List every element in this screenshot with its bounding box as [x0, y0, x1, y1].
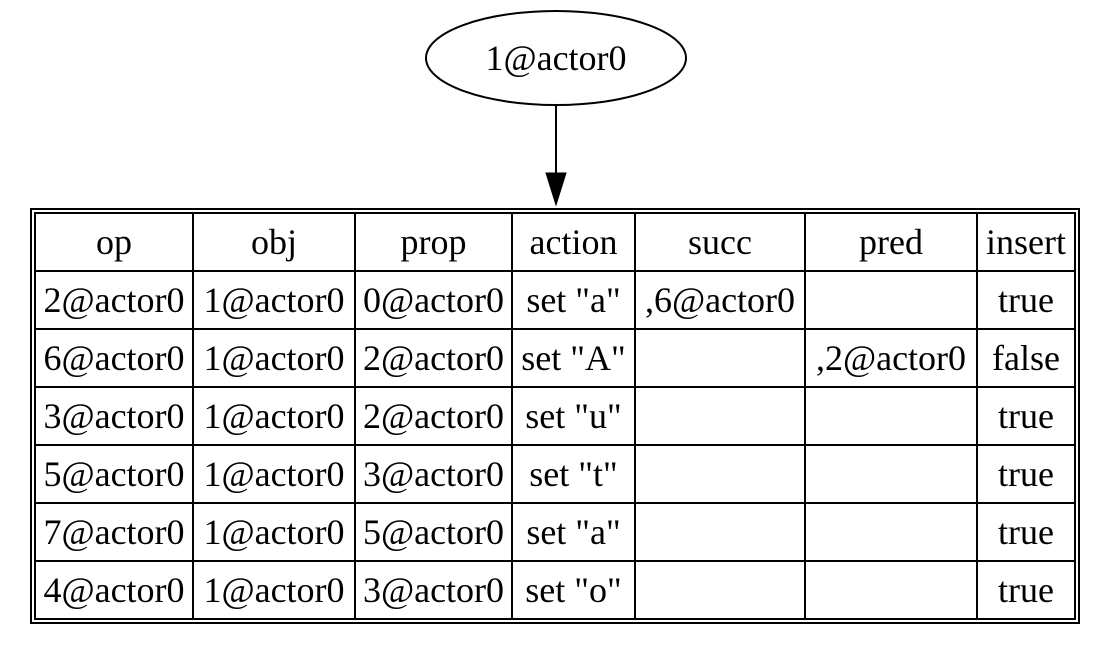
table-cell: set "t" [511, 444, 636, 504]
table-cell: 1@actor0 [192, 328, 356, 388]
table-cell: true [976, 386, 1076, 446]
table-cell: set "o" [511, 560, 636, 620]
table-cell [804, 560, 978, 620]
column-header-op: op [34, 212, 194, 272]
table-cell: 1@actor0 [192, 386, 356, 446]
column-header-prop: prop [354, 212, 513, 272]
table-cell: set "a" [511, 502, 636, 562]
table-cell [804, 444, 978, 504]
table-cell: 3@actor0 [34, 386, 194, 446]
table-cell: true [976, 444, 1076, 504]
actor-node-graphic: 1@actor0 [425, 10, 687, 207]
column-header-pred: pred [804, 212, 978, 272]
table-cell: ,6@actor0 [634, 270, 806, 330]
column-header-succ: succ [634, 212, 806, 272]
table-cell [634, 386, 806, 446]
table-cell [804, 270, 978, 330]
edge-arrowhead-icon [545, 172, 567, 207]
table-cell: 2@actor0 [354, 386, 513, 446]
actor-node-label: 1@actor0 [485, 38, 626, 78]
column-header-action: action [511, 212, 636, 272]
table-cell: 4@actor0 [34, 560, 194, 620]
table-cell: 7@actor0 [34, 502, 194, 562]
table-cell [804, 502, 978, 562]
table-cell: true [976, 560, 1076, 620]
column-header-insert: insert [976, 212, 1076, 272]
table-cell: true [976, 502, 1076, 562]
table-cell [634, 328, 806, 388]
table-cell: set "A" [511, 328, 636, 388]
table-cell: 1@actor0 [192, 444, 356, 504]
table-cell: 6@actor0 [34, 328, 194, 388]
table-cell: 1@actor0 [192, 502, 356, 562]
table-cell: true [976, 270, 1076, 330]
column-header-obj: obj [192, 212, 356, 272]
table-cell [634, 444, 806, 504]
table-cell: 2@actor0 [34, 270, 194, 330]
table-cell: ,2@actor0 [804, 328, 978, 388]
table-cell: 3@actor0 [354, 444, 513, 504]
table-cell: set "a" [511, 270, 636, 330]
table-cell: 2@actor0 [354, 328, 513, 388]
table-cell: false [976, 328, 1076, 388]
table-cell: 0@actor0 [354, 270, 513, 330]
table-cell: set "u" [511, 386, 636, 446]
table-cell: 1@actor0 [192, 560, 356, 620]
table-cell [804, 386, 978, 446]
table-cell: 5@actor0 [354, 502, 513, 562]
table-cell [634, 502, 806, 562]
table-cell: 3@actor0 [354, 560, 513, 620]
table-cell [634, 560, 806, 620]
table-cell: 5@actor0 [34, 444, 194, 504]
table-cell: 1@actor0 [192, 270, 356, 330]
